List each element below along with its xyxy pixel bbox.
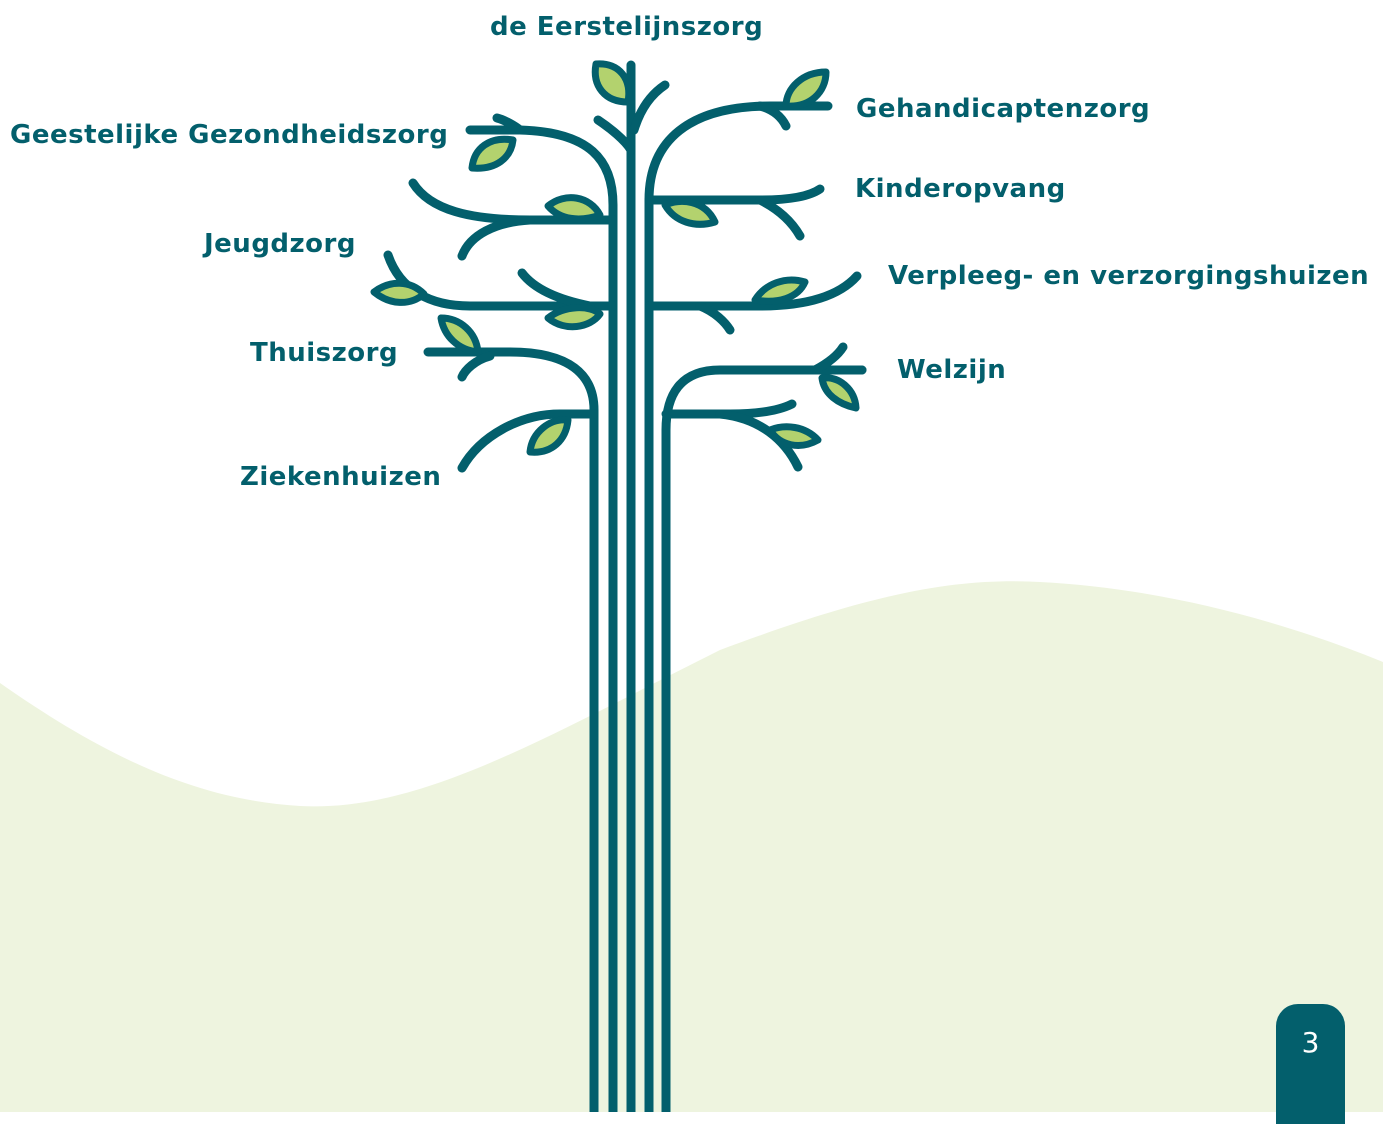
background-hill <box>0 581 1383 1112</box>
label-geestelijke-gezondheidszorg: Geestelijke Gezondheidszorg <box>10 120 449 150</box>
leaf-jeugd-center <box>544 304 604 331</box>
label-ziekenhuizen: Ziekenhuizen <box>240 462 442 492</box>
leaf-geestelijke <box>468 135 517 172</box>
twig-top-right <box>629 80 670 135</box>
branch-jeugd-twig <box>517 268 595 311</box>
trunk-line-5 <box>661 365 867 1112</box>
label-eerstelijnszorg: de Eerstelijnszorg <box>490 12 764 42</box>
leaf-thuis <box>437 314 482 356</box>
branch-verpleeg-down <box>695 301 735 335</box>
label-kinderopvang: Kinderopvang <box>855 174 1066 204</box>
label-verpleeg-verzorgingshuizen: Verpleeg- en verzorgingshuizen <box>888 261 1370 291</box>
branch-verpleeg <box>644 271 862 311</box>
label-jeugdzorg: Jeugdzorg <box>204 229 356 259</box>
trunk-line-4 <box>423 347 599 1112</box>
leaf-lower-right <box>766 423 822 449</box>
page-number-badge: 3 <box>1276 1004 1345 1124</box>
trunk-line-3 <box>644 101 833 1112</box>
leaf-welzijn <box>818 374 860 412</box>
leaf-gehandicapten <box>782 68 830 110</box>
branch-gehandicapten-twig <box>755 101 791 131</box>
branch-geestelijke <box>492 113 525 135</box>
leaf-top <box>591 60 633 106</box>
leaf-zieken <box>526 416 572 456</box>
leaf-kinderopvang <box>661 197 719 228</box>
label-thuiszorg: Thuiszorg <box>250 338 399 368</box>
leaf-jeugd-upper <box>544 194 604 223</box>
branch-jeugd-lower <box>457 215 535 261</box>
leaf-verpleeg <box>751 276 809 305</box>
trunk-line-2 <box>465 125 618 1112</box>
branch-welzijn-twig <box>810 342 848 375</box>
leaf-jeugd-left <box>370 279 428 306</box>
branch-thuis-twig <box>457 351 495 382</box>
twig-top-left <box>593 115 636 155</box>
branch-zieken <box>457 409 599 473</box>
label-welzijn: Welzijn <box>897 355 1007 385</box>
branch-kinderopvang-down <box>755 195 805 241</box>
label-gehandicaptenzorg: Gehandicaptenzorg <box>856 94 1151 124</box>
